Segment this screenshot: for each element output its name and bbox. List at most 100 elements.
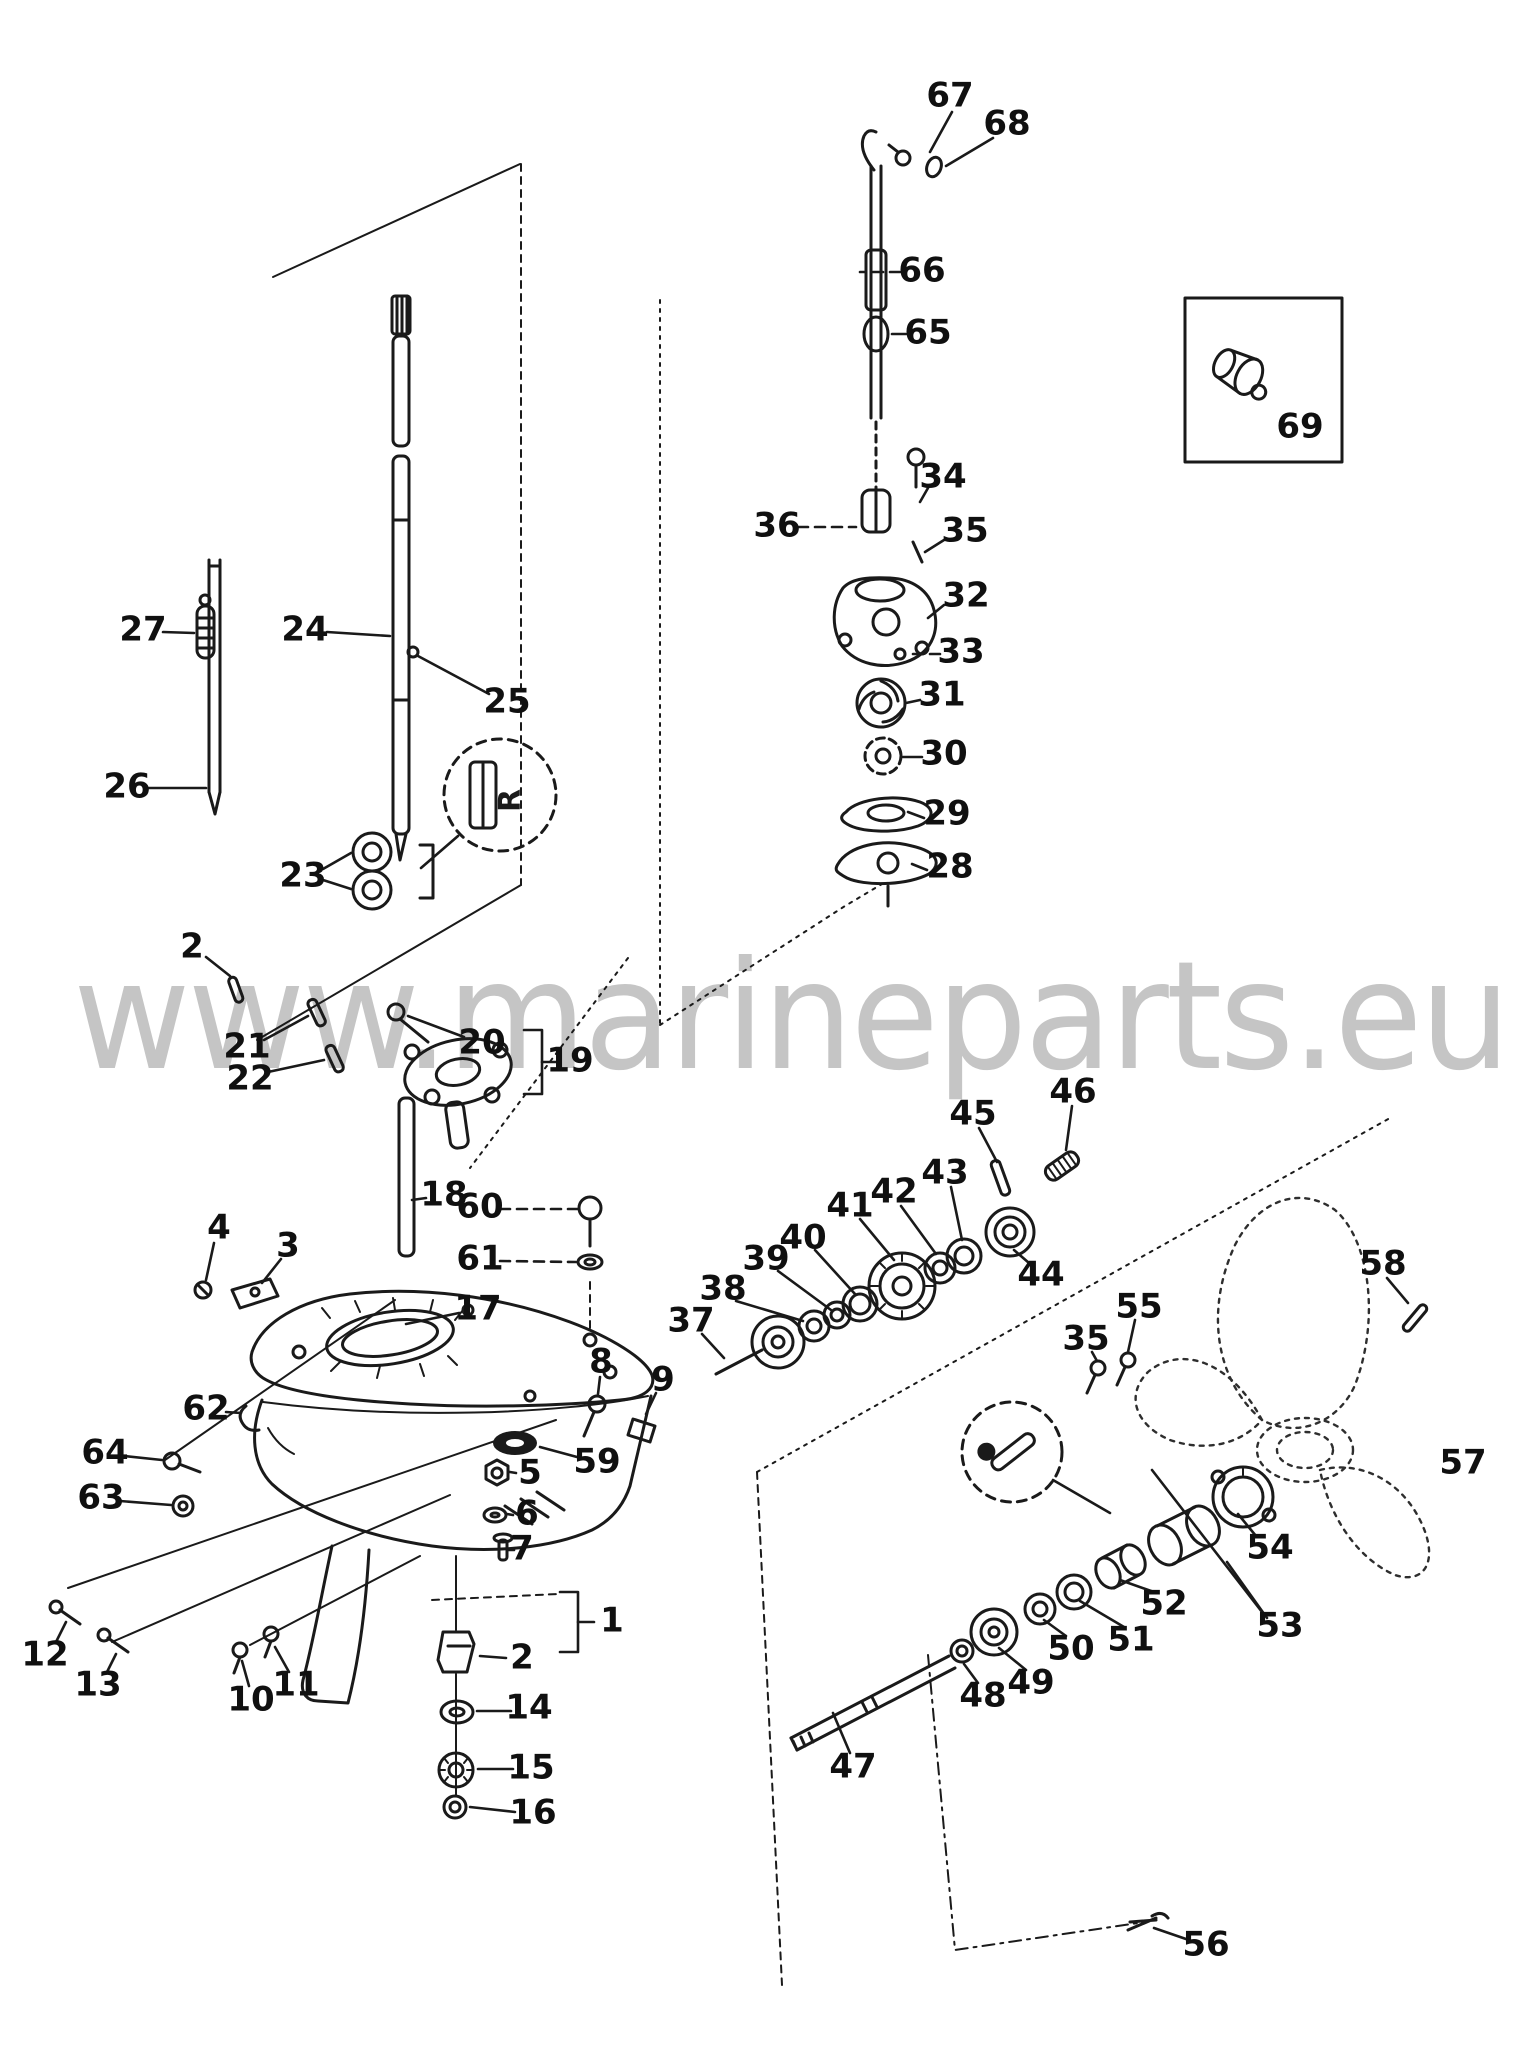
carrier-flange-54 <box>1210 1465 1277 1529</box>
watermark-text: www.marineparts.eu <box>73 930 1508 1104</box>
leader-68 <box>944 136 995 168</box>
leader-38 <box>734 1299 805 1323</box>
part-label-68: 68 <box>983 104 1030 144</box>
inset-seal-orientation: R <box>419 737 558 870</box>
part-label-43: 43 <box>921 1153 968 1193</box>
part-label-55: 55 <box>1115 1287 1162 1327</box>
ring-51 <box>1055 1573 1093 1611</box>
leader-67 <box>928 110 954 154</box>
part-label-66: 66 <box>898 251 945 291</box>
part-label-10: 10 <box>227 1680 274 1720</box>
washer-42 <box>923 1251 957 1285</box>
nut-5 <box>484 1458 510 1487</box>
part-label-60: 60 <box>456 1187 503 1227</box>
anode-2 <box>436 1630 476 1674</box>
part-label-56: 56 <box>1182 1925 1229 1965</box>
leader-56 <box>1152 1926 1188 1941</box>
part-label-8: 8 <box>589 1342 613 1382</box>
ring-39 <box>822 1300 852 1330</box>
pin-45 <box>989 1159 1012 1197</box>
leader-8 <box>596 1375 602 1396</box>
part-label-22: 22 <box>226 1059 273 1099</box>
part-label-3: 3 <box>276 1226 300 1266</box>
propeller-57 <box>1126 1196 1431 1932</box>
part-label-7: 7 <box>510 1529 534 1569</box>
gear-49 <box>969 1607 1019 1657</box>
leader-17 <box>404 1311 461 1326</box>
part-label-2: 2 <box>510 1638 534 1678</box>
construction-lines <box>67 163 1391 1986</box>
water-tube-26 <box>207 558 222 794</box>
anode-column <box>436 1394 657 1820</box>
inset-box <box>1183 296 1344 464</box>
leader-50 <box>1042 1618 1068 1638</box>
bolt-10 <box>231 1641 249 1659</box>
part-label-44: 44 <box>1017 1255 1064 1295</box>
pin-25 <box>406 645 420 659</box>
part-label-37: 37 <box>667 1301 714 1341</box>
part-label-52: 52 <box>1140 1584 1187 1624</box>
part-label-11: 11 <box>272 1665 319 1705</box>
leader-27 <box>161 630 196 635</box>
leader-49 <box>997 1646 1028 1672</box>
part-label-64: 64 <box>81 1433 128 1473</box>
leader-53 <box>1150 1468 1264 1614</box>
leader-5 <box>508 1470 518 1475</box>
leader-62 <box>224 1410 243 1415</box>
part-label-1: 1 <box>600 1601 624 1641</box>
part-label-33: 33 <box>937 632 984 672</box>
leader-23-1 <box>321 878 353 891</box>
screw-12 <box>58 1608 82 1626</box>
part-label-65: 65 <box>904 313 951 353</box>
part-label-24: 24 <box>281 610 328 650</box>
bearing-housing-group <box>227 975 513 1258</box>
pin-35 <box>911 540 924 564</box>
part-label-34: 34 <box>919 457 966 497</box>
driveshaft-lower-24 <box>391 454 411 836</box>
pin-58 <box>1401 1303 1429 1333</box>
part-label-14: 14 <box>505 1688 552 1728</box>
bearing-40 <box>841 1285 879 1323</box>
part-label-30: 30 <box>920 734 967 774</box>
plate-3 <box>230 1277 280 1310</box>
part-label-19: 19 <box>546 1041 593 1081</box>
left-fasteners <box>48 1277 280 1675</box>
drive-key-30 <box>863 736 903 776</box>
leader-1 <box>558 1590 580 1654</box>
leader-21 <box>262 1014 310 1042</box>
part-label-48: 48 <box>959 1676 1006 1716</box>
leader-58 <box>1385 1276 1410 1305</box>
bolt-55 <box>1119 1351 1137 1369</box>
stud-2 <box>227 975 245 1004</box>
propeller-blade-lower <box>1318 1466 1431 1579</box>
leader-64 <box>122 1454 164 1462</box>
bracket-9 <box>626 1417 657 1444</box>
part-label-36: 36 <box>753 506 800 546</box>
seal-orientation-letter: R <box>493 789 528 812</box>
leader-12 <box>54 1620 68 1644</box>
part-label-69: 69 <box>1276 407 1323 447</box>
spring-46 <box>1043 1150 1081 1182</box>
leader-25 <box>416 654 491 696</box>
leader-42 <box>899 1204 938 1256</box>
part-label-25: 25 <box>483 682 530 722</box>
clip-67 <box>894 149 912 167</box>
part-label-4: 4 <box>207 1208 231 1248</box>
leader-34 <box>918 486 930 504</box>
grommet-63 <box>171 1494 195 1518</box>
pump-well-opening <box>325 1308 455 1368</box>
bearing-carrier-53 <box>1147 1504 1221 1567</box>
bolt-60-washer-61 <box>576 1195 604 1271</box>
part-label-31: 31 <box>918 675 965 715</box>
part-label-53: 53 <box>1256 1606 1303 1646</box>
part-label-17: 17 <box>454 1289 501 1329</box>
gear-train <box>714 1150 1137 1395</box>
screw-7 <box>492 1532 514 1544</box>
washer-48 <box>949 1638 975 1664</box>
part-label-18: 18 <box>420 1175 467 1215</box>
part-label-62: 62 <box>182 1389 229 1429</box>
leader-51 <box>1078 1599 1126 1629</box>
bolt-64 <box>162 1451 182 1471</box>
